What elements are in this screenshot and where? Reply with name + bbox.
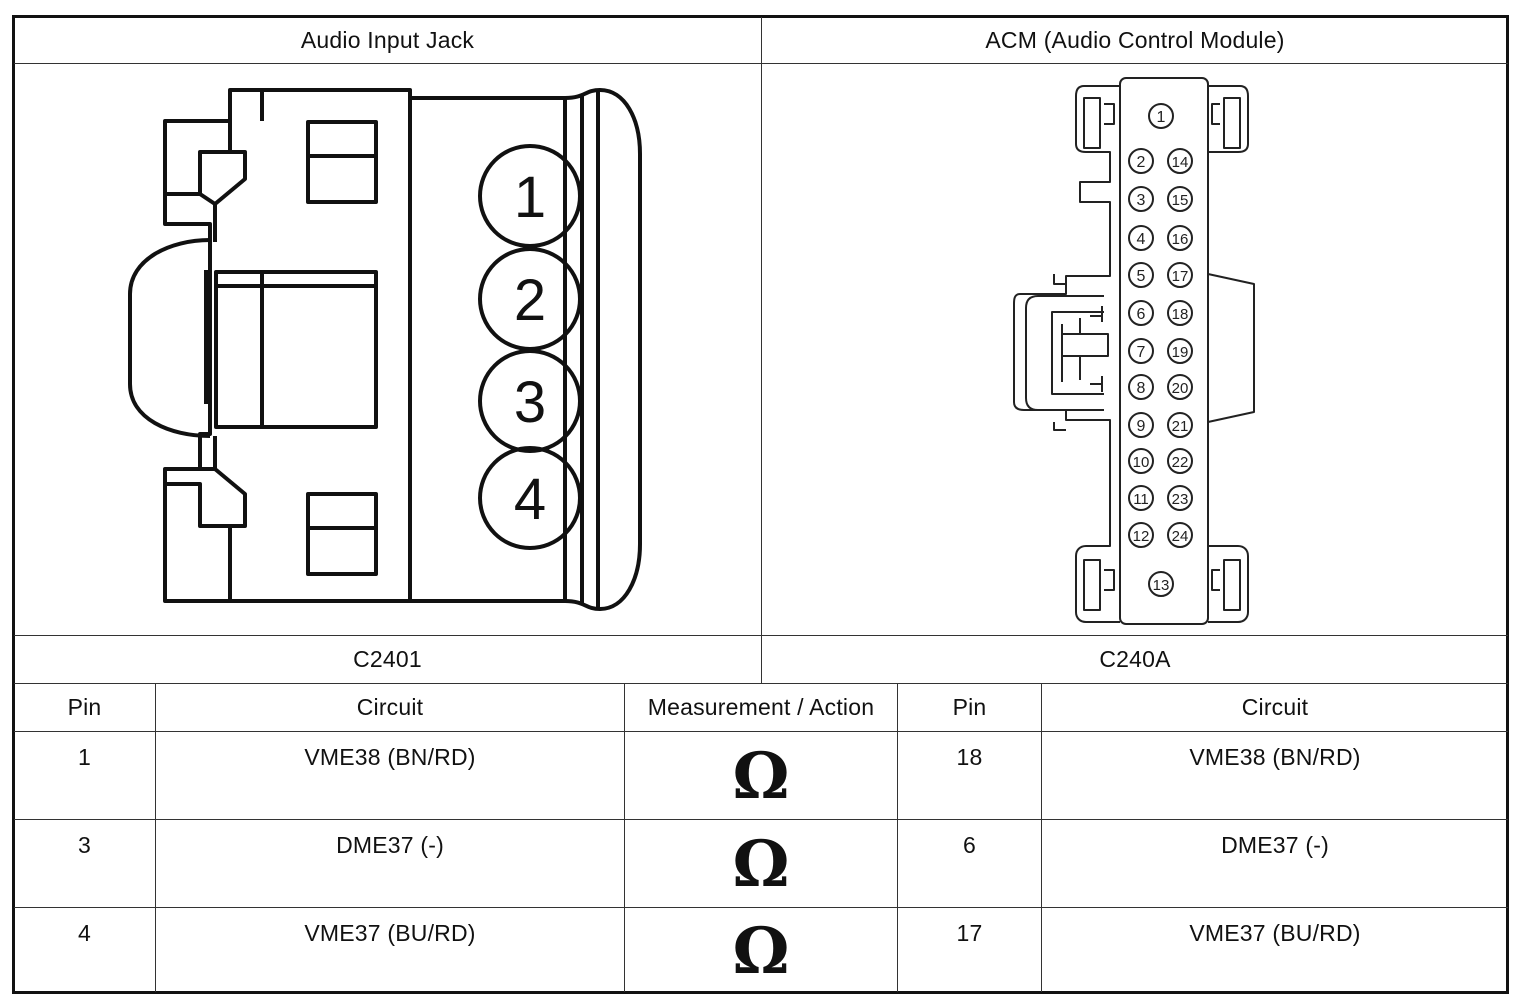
left-connector-title: Audio Input Jack: [300, 26, 475, 53]
acm-pin-label: 6: [1137, 306, 1146, 323]
acm-pin-label: 23: [1172, 491, 1189, 508]
grid-line: [14, 731, 1508, 732]
ohm-icon: Ω: [732, 738, 790, 814]
acm-pin-circle: [1148, 571, 1174, 597]
grid-line: [155, 683, 156, 992]
acm-pin-label: 4: [1137, 231, 1146, 248]
acm-pin-label: 1: [1157, 109, 1166, 126]
grid-line: [14, 683, 1508, 684]
acm-pin-label: 13: [1153, 577, 1170, 594]
acm-pin-circle: [1128, 262, 1154, 288]
acm-pin-label: 21: [1172, 418, 1189, 435]
header-circuit-a: Circuit: [356, 694, 424, 720]
acm-pin-circle: [1167, 148, 1193, 174]
acm-pin-circle: [1128, 522, 1154, 548]
acm-pin-label: 18: [1172, 306, 1189, 323]
left-connector-id: C2401: [353, 646, 422, 672]
acm-pin-circle: [1167, 186, 1193, 212]
acm-pin-circle: [1128, 186, 1154, 212]
acm-pin-label: 22: [1172, 454, 1189, 471]
row-circuit-b: VME37 (BU/RD): [1189, 920, 1361, 946]
acm-pin-label: 5: [1137, 268, 1146, 285]
acm-pin-circle: [1167, 485, 1193, 511]
acm-pin-circle: [1167, 374, 1193, 400]
row-pin-a: 1: [78, 744, 91, 770]
acm-pin-label: 11: [1133, 491, 1149, 508]
row-circuit-a: VME38 (BN/RD): [304, 744, 476, 770]
header-measurement: Measurement / Action: [647, 694, 875, 720]
header-circuit-b: Circuit: [1241, 694, 1309, 720]
acm-pin-label: 9: [1137, 418, 1146, 435]
acm-pin-label: 8: [1137, 380, 1146, 397]
right-connector-id: C240A: [1099, 646, 1171, 672]
row-circuit-b: VME38 (BN/RD): [1189, 744, 1361, 770]
header-pin-a: Pin: [67, 694, 102, 720]
acm-pin-circle: [1128, 374, 1154, 400]
acm-pin-circle: [1167, 262, 1193, 288]
acm-pin-circle: [1128, 300, 1154, 326]
row-pin-a: 3: [78, 832, 91, 858]
acm-pin-label: 14: [1172, 154, 1189, 171]
ohm-icon: Ω: [732, 826, 790, 902]
diagram-frame: [12, 15, 1509, 994]
ohm-icon: Ω: [732, 913, 790, 989]
row-circuit-a: DME37 (-): [336, 832, 444, 858]
acm-pin-label: 10: [1133, 454, 1150, 471]
audio-jack-connector-drawing: 1 2 3 4: [128, 88, 642, 611]
acm-pin-label: 2: [1137, 154, 1146, 171]
acm-pin-label: 24: [1172, 528, 1189, 545]
row-pin-b: 18: [956, 744, 983, 770]
acm-pin-circle: [1167, 448, 1193, 474]
acm-pin-circle: [1167, 225, 1193, 251]
grid-line: [1041, 683, 1042, 992]
row-circuit-b: DME37 (-): [1221, 832, 1329, 858]
acm-pin-circle: [1128, 225, 1154, 251]
acm-pin-label: 16: [1172, 231, 1189, 248]
row-pin-b: 17: [956, 920, 983, 946]
pin-label: 1: [514, 165, 546, 230]
acm-pin-label: 20: [1172, 380, 1189, 397]
acm-pin-label: 3: [1137, 192, 1146, 209]
acm-pin-label: 19: [1172, 344, 1189, 361]
acm-pin-circle: [1128, 148, 1154, 174]
acm-pin-circle: [1167, 412, 1193, 438]
pin-label: 3: [514, 370, 546, 435]
pin-label: 2: [514, 268, 546, 333]
grid-line: [14, 819, 1508, 820]
acm-pin-circle: [1128, 485, 1154, 511]
acm-pin-label: 17: [1172, 268, 1189, 285]
pin-label: 4: [514, 467, 546, 532]
acm-pin-label: 12: [1133, 528, 1150, 545]
grid-line: [761, 17, 762, 683]
acm-pin-circle: [1128, 448, 1154, 474]
acm-pin-label: 7: [1137, 344, 1146, 361]
acm-pin-circle: [1128, 338, 1154, 364]
grid-line: [897, 683, 898, 992]
header-pin-b: Pin: [952, 694, 987, 720]
row-pin-b: 6: [963, 832, 976, 858]
grid-line: [14, 907, 1508, 908]
acm-pin-circle: [1167, 300, 1193, 326]
acm-pin-circle: [1167, 338, 1193, 364]
row-circuit-a: VME37 (BU/RD): [304, 920, 476, 946]
acm-pin-label: 15: [1172, 192, 1189, 209]
acm-pin-circle: [1128, 412, 1154, 438]
row-pin-a: 4: [78, 920, 91, 946]
acm-pin-circle: [1167, 522, 1193, 548]
grid-line: [624, 683, 625, 992]
right-connector-title: ACM (Audio Control Module): [985, 26, 1285, 53]
acm-pin-circle: [1148, 103, 1174, 129]
